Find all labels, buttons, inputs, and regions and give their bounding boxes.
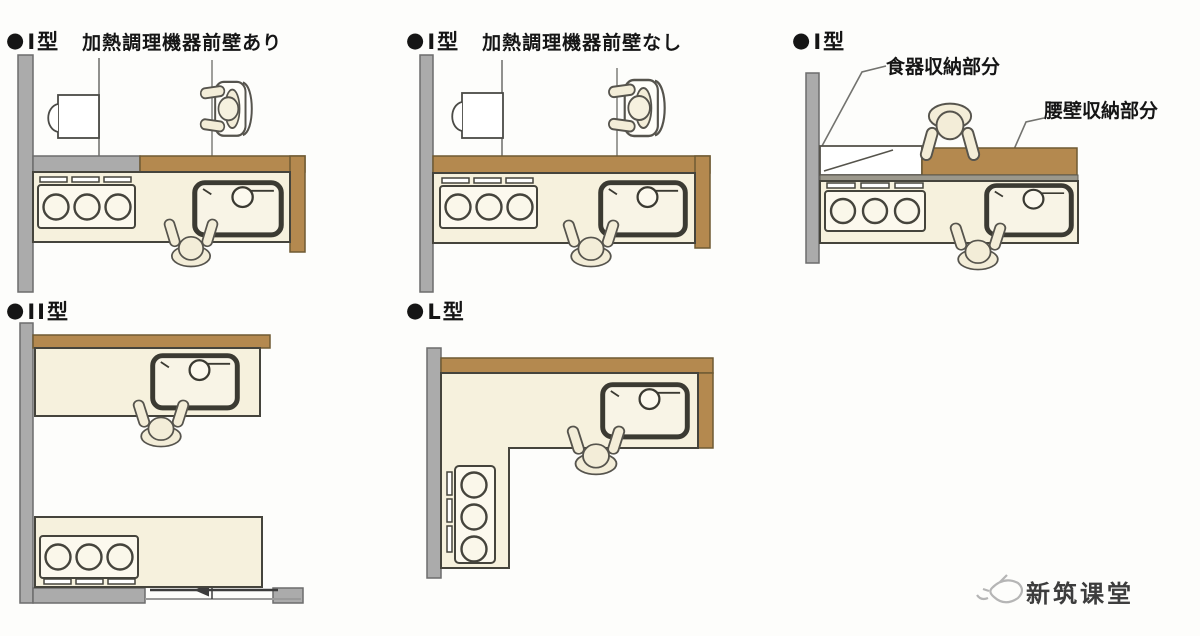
stove-vertical	[446, 465, 496, 564]
panel5-type-label: L型	[427, 300, 466, 324]
panel4-header: ● II型	[6, 296, 70, 326]
bullet-icon: ●	[6, 27, 25, 52]
panel1-annotation: 加熱調理機器前壁あり	[82, 31, 283, 54]
dish-storage-label: 食器収納部分	[886, 56, 1001, 78]
panel1-type-label: I型	[27, 30, 61, 54]
wall-left	[805, 72, 820, 264]
sliding-door	[145, 583, 301, 600]
counter-brown-top	[32, 334, 271, 349]
stove	[824, 182, 926, 232]
bullet-icon: ●	[792, 27, 811, 52]
counter-brown-right	[289, 155, 306, 253]
panel5-header: ● L型	[406, 296, 466, 326]
front-wall	[32, 155, 141, 173]
counter-brown-top	[432, 155, 711, 174]
waist-wall-storage-label: 腰壁収納部分	[1044, 100, 1159, 122]
seated-person	[199, 80, 253, 137]
panel-i-type-front-wall	[17, 54, 306, 293]
bullet-icon: ●	[6, 297, 25, 322]
counter-brown-top	[440, 357, 714, 374]
panel-i-type-no-front-wall	[419, 54, 711, 293]
wall-left	[426, 347, 442, 579]
counter-brown-right	[694, 155, 711, 249]
panel-i-type-storage	[805, 65, 1079, 271]
wall-left	[17, 54, 34, 293]
panel2-annotation: 加熱調理機器前壁なし	[482, 31, 683, 54]
panel-l-type	[426, 347, 714, 579]
panel4-type-label: II型	[27, 300, 70, 324]
panel-ii-type	[19, 322, 304, 604]
bullet-icon: ●	[406, 27, 425, 52]
wall-bottom-left	[32, 587, 146, 604]
watermark-logo-icon	[976, 574, 1024, 604]
stove	[37, 176, 136, 229]
dining-chair-table	[47, 94, 100, 139]
dining-chair-table	[451, 92, 504, 139]
panel2-header: ● I型 加熱調理機器前壁なし	[406, 26, 682, 56]
wall-left	[19, 322, 34, 604]
panel2-type-label: I型	[427, 30, 461, 54]
panel3-header: ● I型	[792, 26, 846, 56]
watermark-text: 新筑课堂	[1026, 580, 1134, 608]
bullet-icon: ●	[406, 297, 425, 322]
waist-wall-storage-block	[921, 147, 1078, 176]
dish-storage-diagonal	[823, 149, 894, 172]
panel1-header: ● I型 加熱調理機器前壁あり	[6, 26, 282, 56]
leader-line-dish-storage	[821, 65, 887, 147]
panel3-type-label: I型	[813, 30, 847, 54]
stove	[39, 535, 139, 585]
counter-brown-top	[139, 155, 306, 173]
dish-storage-box	[819, 145, 923, 176]
stove	[439, 177, 538, 229]
counter-brown-right	[697, 372, 714, 449]
wall-left	[419, 54, 434, 293]
sink	[153, 356, 238, 408]
